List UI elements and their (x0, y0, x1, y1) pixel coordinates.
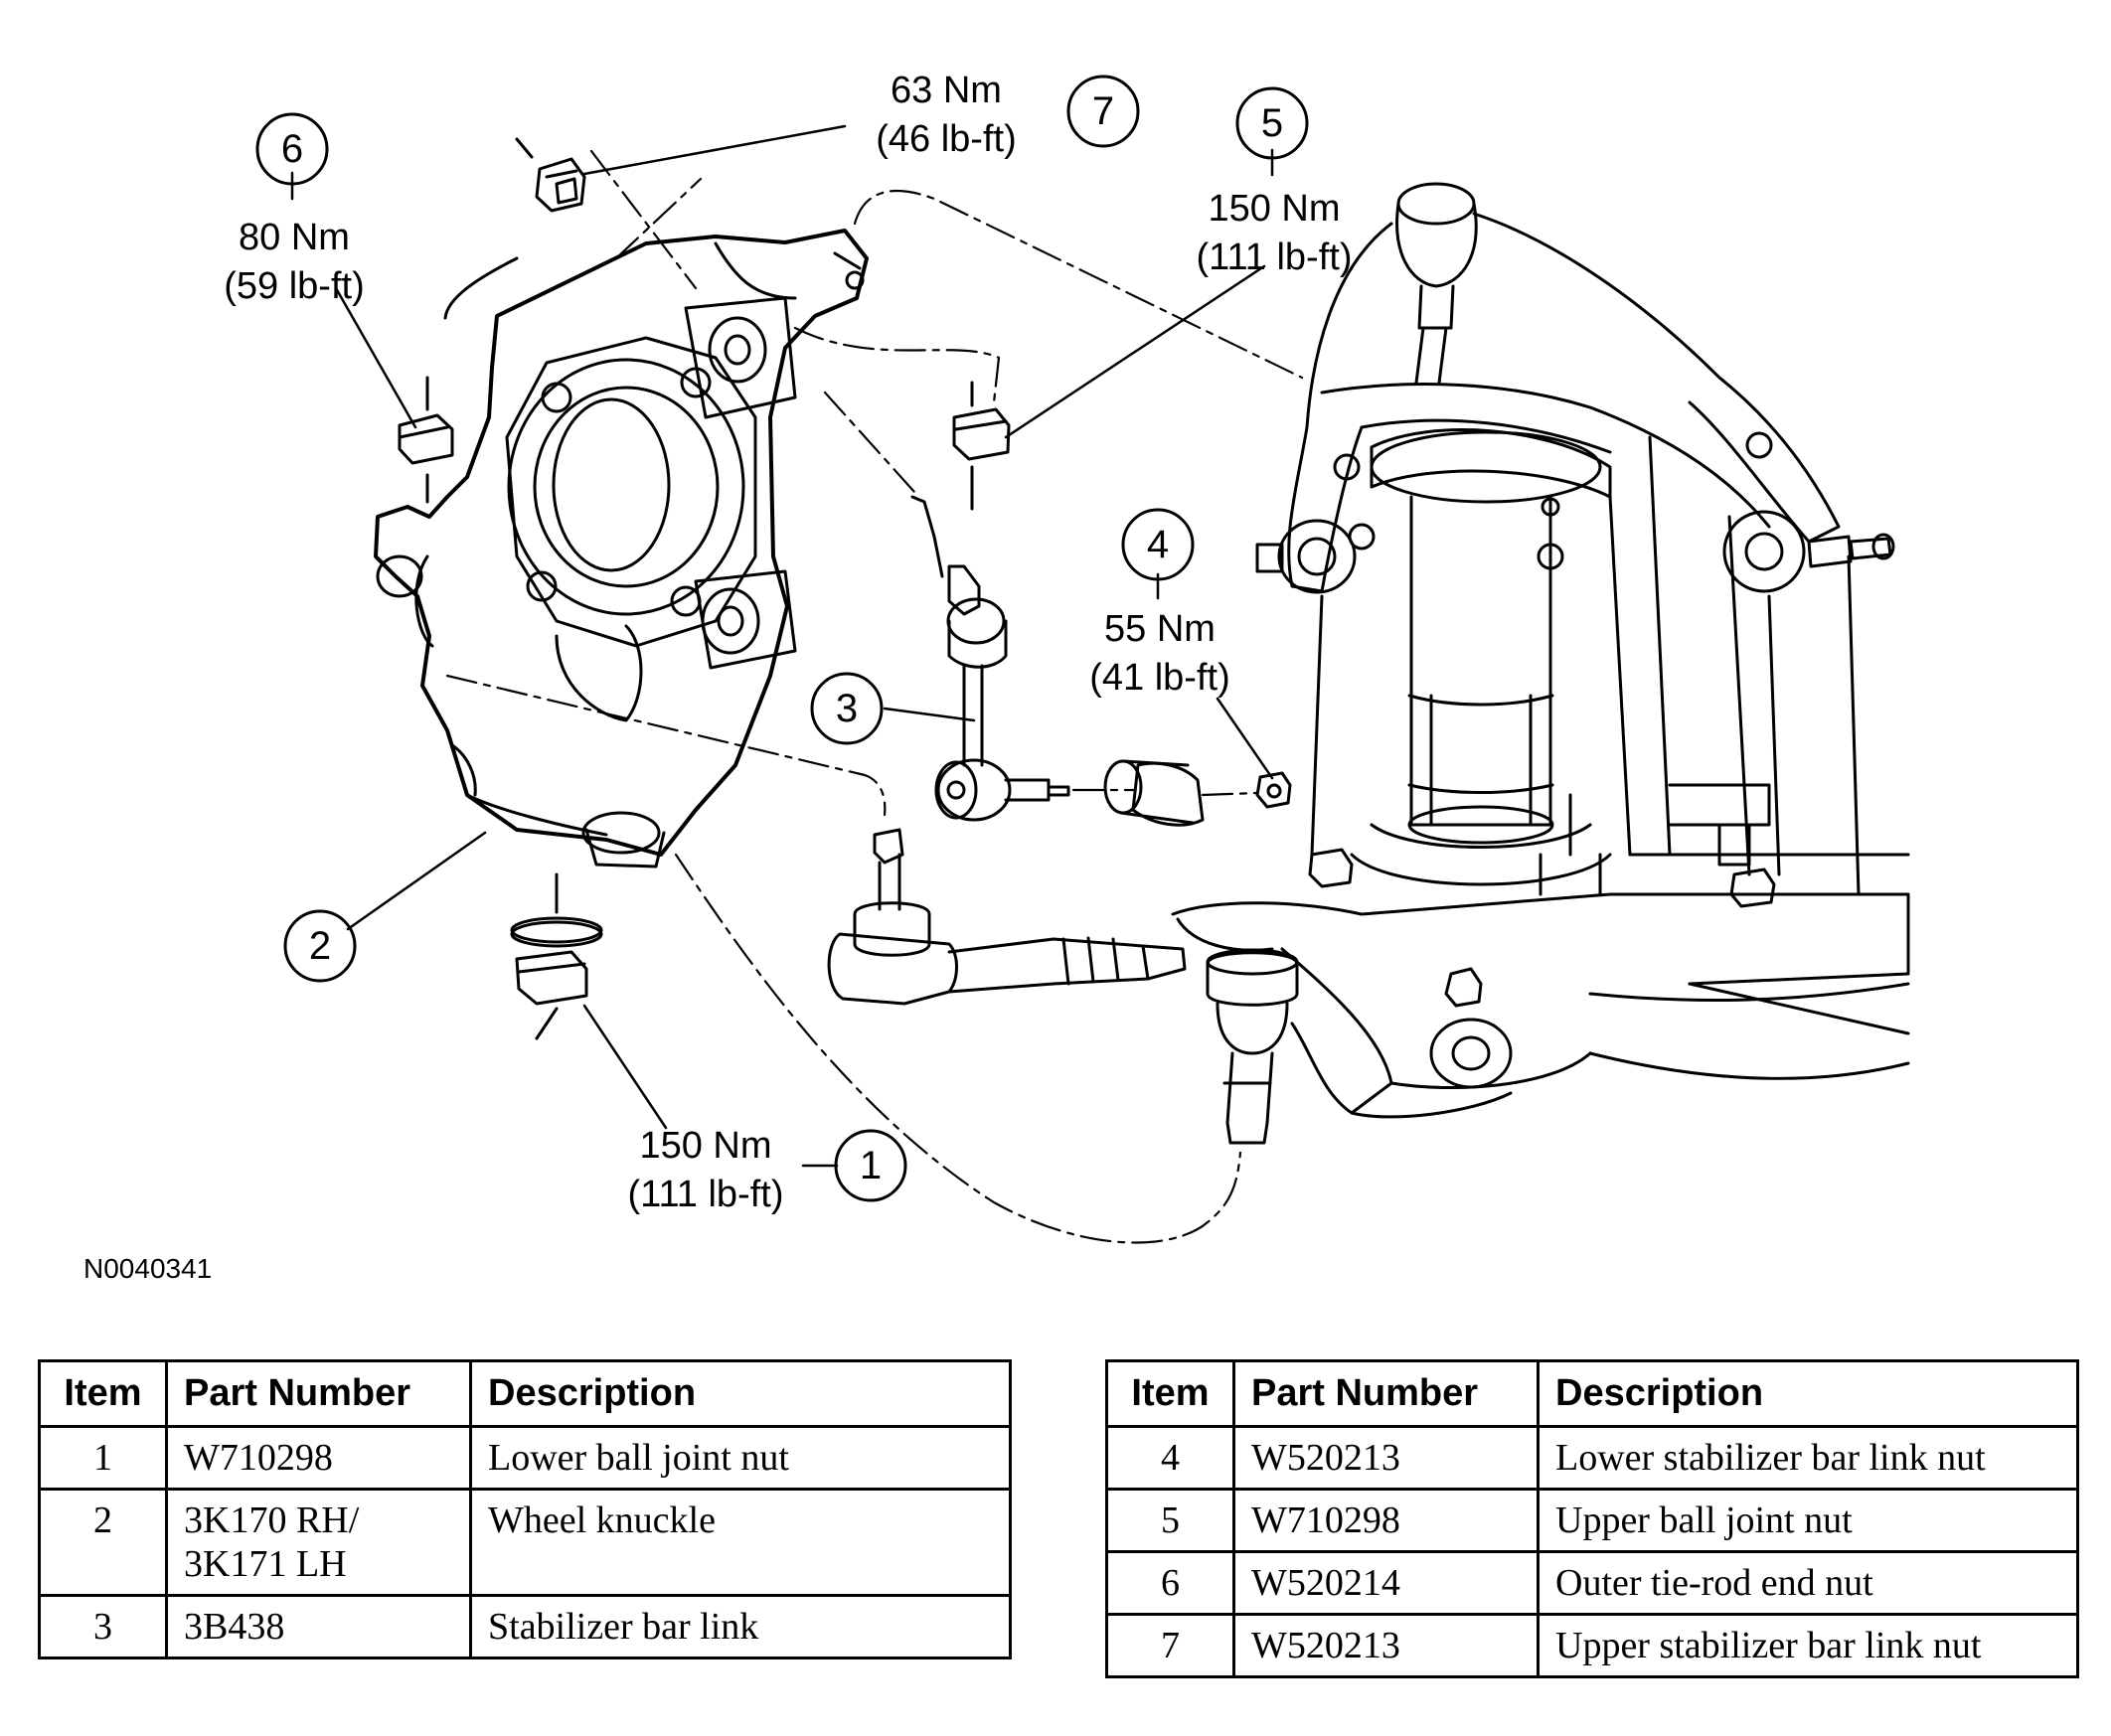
outer-tie-rod-end-nut (398, 376, 454, 504)
leader-lines (290, 124, 1274, 1168)
header-item: Item (1105, 1359, 1235, 1428)
torque-6-nm: 80 Nm (239, 217, 350, 258)
torque-4-nm: 55 Nm (1104, 608, 1216, 650)
description-cell: Lower stabilizer bar link nut (1537, 1425, 2079, 1491)
callout-2-number: 2 (309, 924, 331, 968)
torque-5-lbft: (111 lb-ft) (1197, 237, 1353, 278)
lower-ball-joint-nut (510, 872, 603, 1040)
table-row: 2 3K170 RH/ 3K171 LH Wheel knuckle (38, 1488, 1012, 1597)
header-item: Item (38, 1359, 168, 1428)
torque-6-lbft: (59 lb-ft) (224, 265, 364, 307)
part-number-line: W520213 (1251, 1437, 1400, 1479)
header-part-number: Part Number (1232, 1359, 1540, 1428)
part-number-line: 3K171 LH (184, 1543, 347, 1585)
table-header-row: Item Part Number Description (1105, 1359, 2079, 1428)
description-cell: Upper stabilizer bar link nut (1537, 1613, 2079, 1678)
table-row: 4 W520213 Lower stabilizer bar link nut (1105, 1425, 2079, 1491)
wheel-knuckle (374, 229, 869, 868)
stabilizer-bar-link (910, 495, 1070, 822)
item-cell: 6 (1105, 1550, 1235, 1616)
table-row: 6 W520214 Outer tie-rod end nut (1105, 1550, 2079, 1616)
part-number-cell: W710298 (1232, 1488, 1540, 1553)
callout-5-number: 5 (1261, 101, 1283, 145)
torque-1-lbft: (111 lb-ft) (628, 1174, 784, 1215)
item-cell: 5 (1105, 1488, 1235, 1553)
item-cell: 4 (1105, 1425, 1235, 1491)
upper-stabilizer-link-nut (515, 137, 586, 213)
callout-circle-6 (255, 112, 329, 186)
header-description: Description (469, 1359, 1012, 1428)
lower-stabilizer-link-nut (1255, 771, 1292, 809)
torque-1-nm: 150 Nm (639, 1125, 771, 1167)
callout-circle-1 (834, 1129, 907, 1202)
table-row: 7 W520213 Upper stabilizer bar link nut (1105, 1613, 2079, 1678)
callout-6-number: 6 (281, 127, 303, 171)
callout-circle-4 (1121, 508, 1195, 581)
callout-circle-3 (810, 672, 884, 745)
part-number-line: W710298 (1251, 1499, 1400, 1541)
part-number-line: 3B438 (184, 1606, 285, 1648)
description-cell: Stabilizer bar link (469, 1594, 1012, 1659)
part-number-cell: 3B438 (165, 1594, 472, 1659)
callout-circle-7 (1066, 75, 1140, 148)
table-row: 5 W710298 Upper ball joint nut (1105, 1488, 2079, 1553)
callout-7-number: 7 (1092, 89, 1114, 133)
part-number-line: 3K170 RH/ (184, 1499, 360, 1541)
description-cell: Outer tie-rod end nut (1537, 1550, 2079, 1616)
callout-1-number: 1 (860, 1144, 882, 1187)
item-cell: 2 (38, 1488, 168, 1597)
part-number-line: W520213 (1251, 1625, 1400, 1666)
header-part-number: Part Number (165, 1359, 472, 1428)
callout-circle-5 (1235, 86, 1309, 160)
upper-ball-joint-nut (952, 381, 1011, 511)
part-number-line: W710298 (184, 1437, 333, 1479)
table-header-row: Item Part Number Description (38, 1359, 1012, 1428)
stabilizer-bushing (1103, 759, 1205, 827)
tie-rod-end (827, 828, 1187, 1006)
figure-id: N0040341 (83, 1253, 212, 1284)
torque-7-lbft: (46 lb-ft) (876, 118, 1016, 160)
part-number-cell: W520213 (1232, 1425, 1540, 1491)
lower-control-arm (1171, 892, 1910, 1145)
part-number-cell: W520213 (1232, 1613, 1540, 1678)
item-cell: 1 (38, 1425, 168, 1491)
part-number-cell: W710298 (165, 1425, 472, 1491)
callout-4-number: 4 (1147, 523, 1169, 566)
table-row: 1 W710298 Lower ball joint nut (38, 1425, 1012, 1491)
item-cell: 7 (1105, 1613, 1235, 1678)
part-number-cell: 3K170 RH/ 3K171 LH (165, 1488, 472, 1597)
callout-circle-2 (283, 909, 357, 983)
parts-table-left: Item Part Number Description 1 W710298 L… (38, 1359, 1012, 1659)
parts-table-right: Item Part Number Description 4 W520213 L… (1105, 1359, 2079, 1678)
callout-circles (255, 75, 1309, 1202)
torque-5-nm: 150 Nm (1208, 188, 1340, 230)
table-row: 3 3B438 Stabilizer bar link (38, 1594, 1012, 1659)
description-cell: Lower ball joint nut (469, 1425, 1012, 1491)
torque-7-nm: 63 Nm (891, 70, 1002, 111)
header-description: Description (1537, 1359, 2079, 1428)
item-cell: 3 (38, 1594, 168, 1659)
part-number-cell: W520214 (1232, 1550, 1540, 1616)
description-cell: Wheel knuckle (469, 1488, 1012, 1597)
callout-3-number: 3 (836, 687, 858, 730)
part-number-line: W520214 (1251, 1562, 1400, 1604)
upper-control-arm-assembly (1255, 182, 1910, 908)
assembly-guide-lines (445, 149, 1304, 1244)
torque-4-lbft: (41 lb-ft) (1089, 657, 1229, 699)
description-cell: Upper ball joint nut (1537, 1488, 2079, 1553)
